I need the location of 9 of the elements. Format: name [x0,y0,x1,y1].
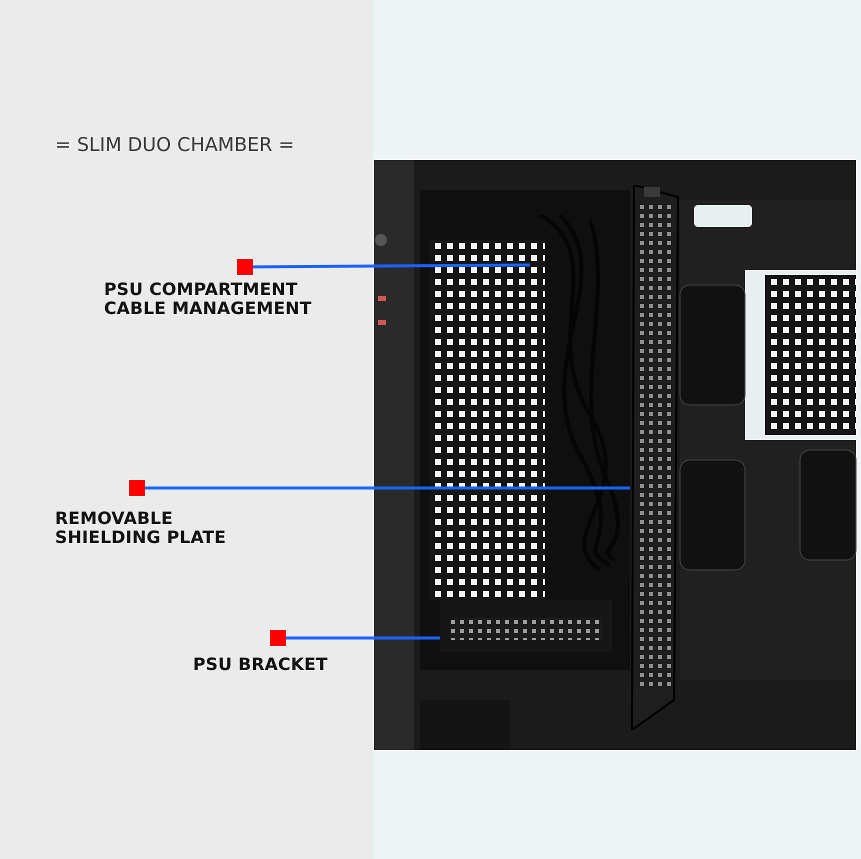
callout-label: PSU BRACKET [193,638,343,675]
leader-line [270,630,440,646]
case-part-picture [440,600,612,652]
callout-label: PSU COMPARTMENT CABLE MANAGEMENT [104,267,354,319]
leader-line [129,480,630,496]
callout-label: REMOVABLE SHIELDING PLATE [55,488,255,548]
case-part-picture [630,185,680,730]
leader-line [236,258,530,276]
diagram-title: = SLIM DUO CHAMBER = [55,134,294,156]
